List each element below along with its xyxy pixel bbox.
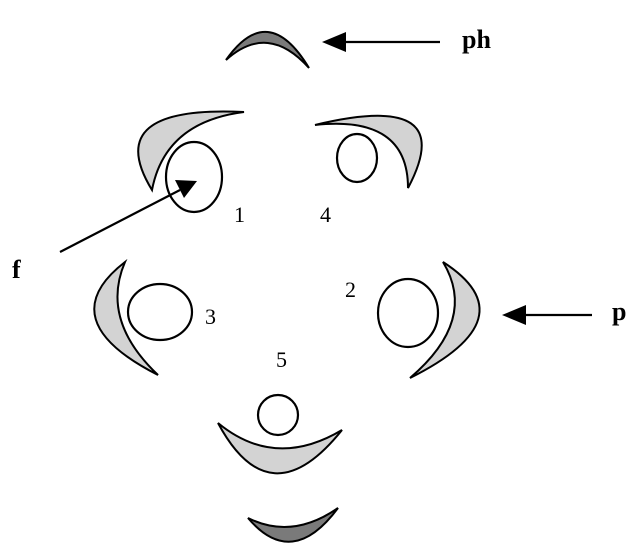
p-label: p [612, 297, 626, 326]
cell-2 [378, 279, 438, 347]
p-arrow-head [502, 305, 526, 325]
number-label-5: 5 [276, 347, 287, 372]
crescent-bottom-dark [248, 508, 338, 542]
cell-3 [128, 284, 192, 340]
f-label: f [12, 255, 21, 284]
cell-1 [166, 142, 222, 212]
ph-label: ph [462, 25, 491, 54]
ph-crescent-top [226, 32, 309, 68]
number-label-1: 1 [234, 202, 245, 227]
number-label-4: 4 [320, 202, 331, 227]
number-label-2: 2 [345, 277, 356, 302]
cell-5 [258, 395, 298, 435]
f-arrow-line [60, 190, 180, 252]
cell-4 [337, 134, 377, 182]
number-label-3: 3 [205, 304, 216, 329]
ph-arrow-head [322, 32, 346, 52]
